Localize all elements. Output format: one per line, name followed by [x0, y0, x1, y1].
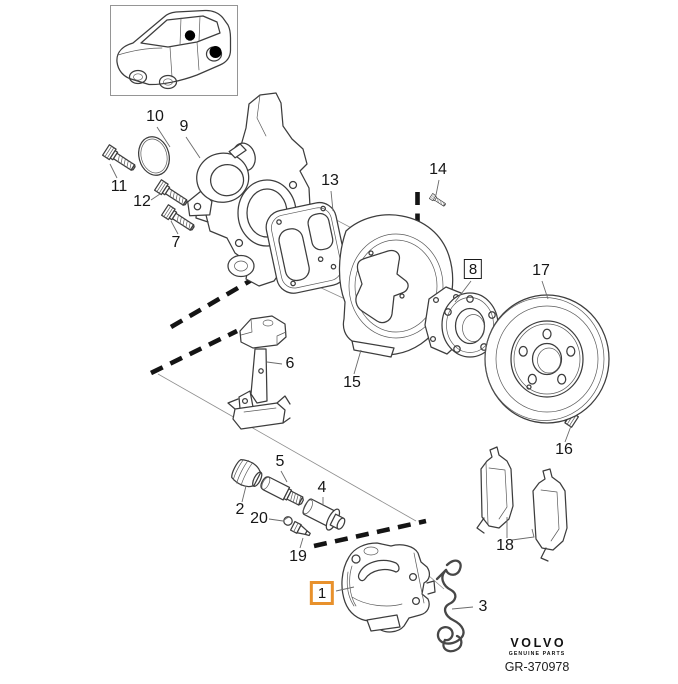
- callout-10[interactable]: 10: [146, 108, 164, 125]
- callout-15[interactable]: 15: [343, 374, 361, 391]
- volvo-logo: VOLVO: [510, 636, 567, 650]
- brand-block: VOLVO GENUINE PARTS GR-370978: [496, 636, 578, 674]
- callout-1[interactable]: 1: [309, 581, 335, 605]
- caliper-bracket-drawing: [227, 315, 291, 430]
- gasket-drawing: [265, 201, 348, 294]
- callout-6[interactable]: 6: [285, 355, 295, 372]
- bleeder-screw-drawing: [289, 520, 311, 537]
- callout-3[interactable]: 3: [478, 598, 488, 615]
- callout-12[interactable]: 12: [133, 193, 151, 210]
- callout-16[interactable]: 16: [555, 441, 573, 458]
- callout-20[interactable]: 20: [250, 510, 268, 527]
- wheel-hub-drawing: [424, 286, 499, 358]
- brake-caliper-drawing: [341, 542, 436, 633]
- callout-2[interactable]: 2: [235, 501, 245, 518]
- drawing-code: GR-370978: [504, 659, 570, 674]
- vehicle-thumbnail: [110, 5, 238, 96]
- callout-4[interactable]: 4: [317, 479, 327, 496]
- callout-19[interactable]: 19: [289, 548, 307, 565]
- screw-14-drawing: [428, 193, 448, 209]
- callout-13[interactable]: 13: [321, 172, 339, 189]
- callout-9[interactable]: 9: [179, 118, 189, 135]
- callout-17[interactable]: 17: [532, 262, 550, 279]
- brake-disc-drawing: [484, 294, 610, 424]
- guide-pin-drawing: [260, 476, 304, 506]
- guide-sleeve-drawing: [302, 498, 346, 531]
- spring-clip-drawing: [435, 559, 465, 653]
- bolt-11-drawing: [101, 144, 139, 175]
- brand-tagline: GENUINE PARTS: [508, 650, 566, 657]
- callout-5[interactable]: 5: [275, 453, 285, 470]
- location-marker-dot: [184, 30, 196, 41]
- splash-shield-drawing: [338, 214, 454, 358]
- callout-11[interactable]: 11: [110, 178, 128, 195]
- callout-18[interactable]: 18: [496, 537, 514, 554]
- callout-7[interactable]: 7: [171, 234, 181, 251]
- location-marker-dot: [209, 46, 222, 58]
- leader-lines: [109, 126, 572, 610]
- brake-pads-drawing: [476, 446, 568, 562]
- callout-14[interactable]: 14: [429, 161, 447, 178]
- callout-8[interactable]: 8: [463, 259, 483, 279]
- bearing-clamp-drawing: [187, 143, 250, 217]
- seal-ring-drawing: [138, 136, 170, 176]
- ball-drawing: [283, 516, 293, 526]
